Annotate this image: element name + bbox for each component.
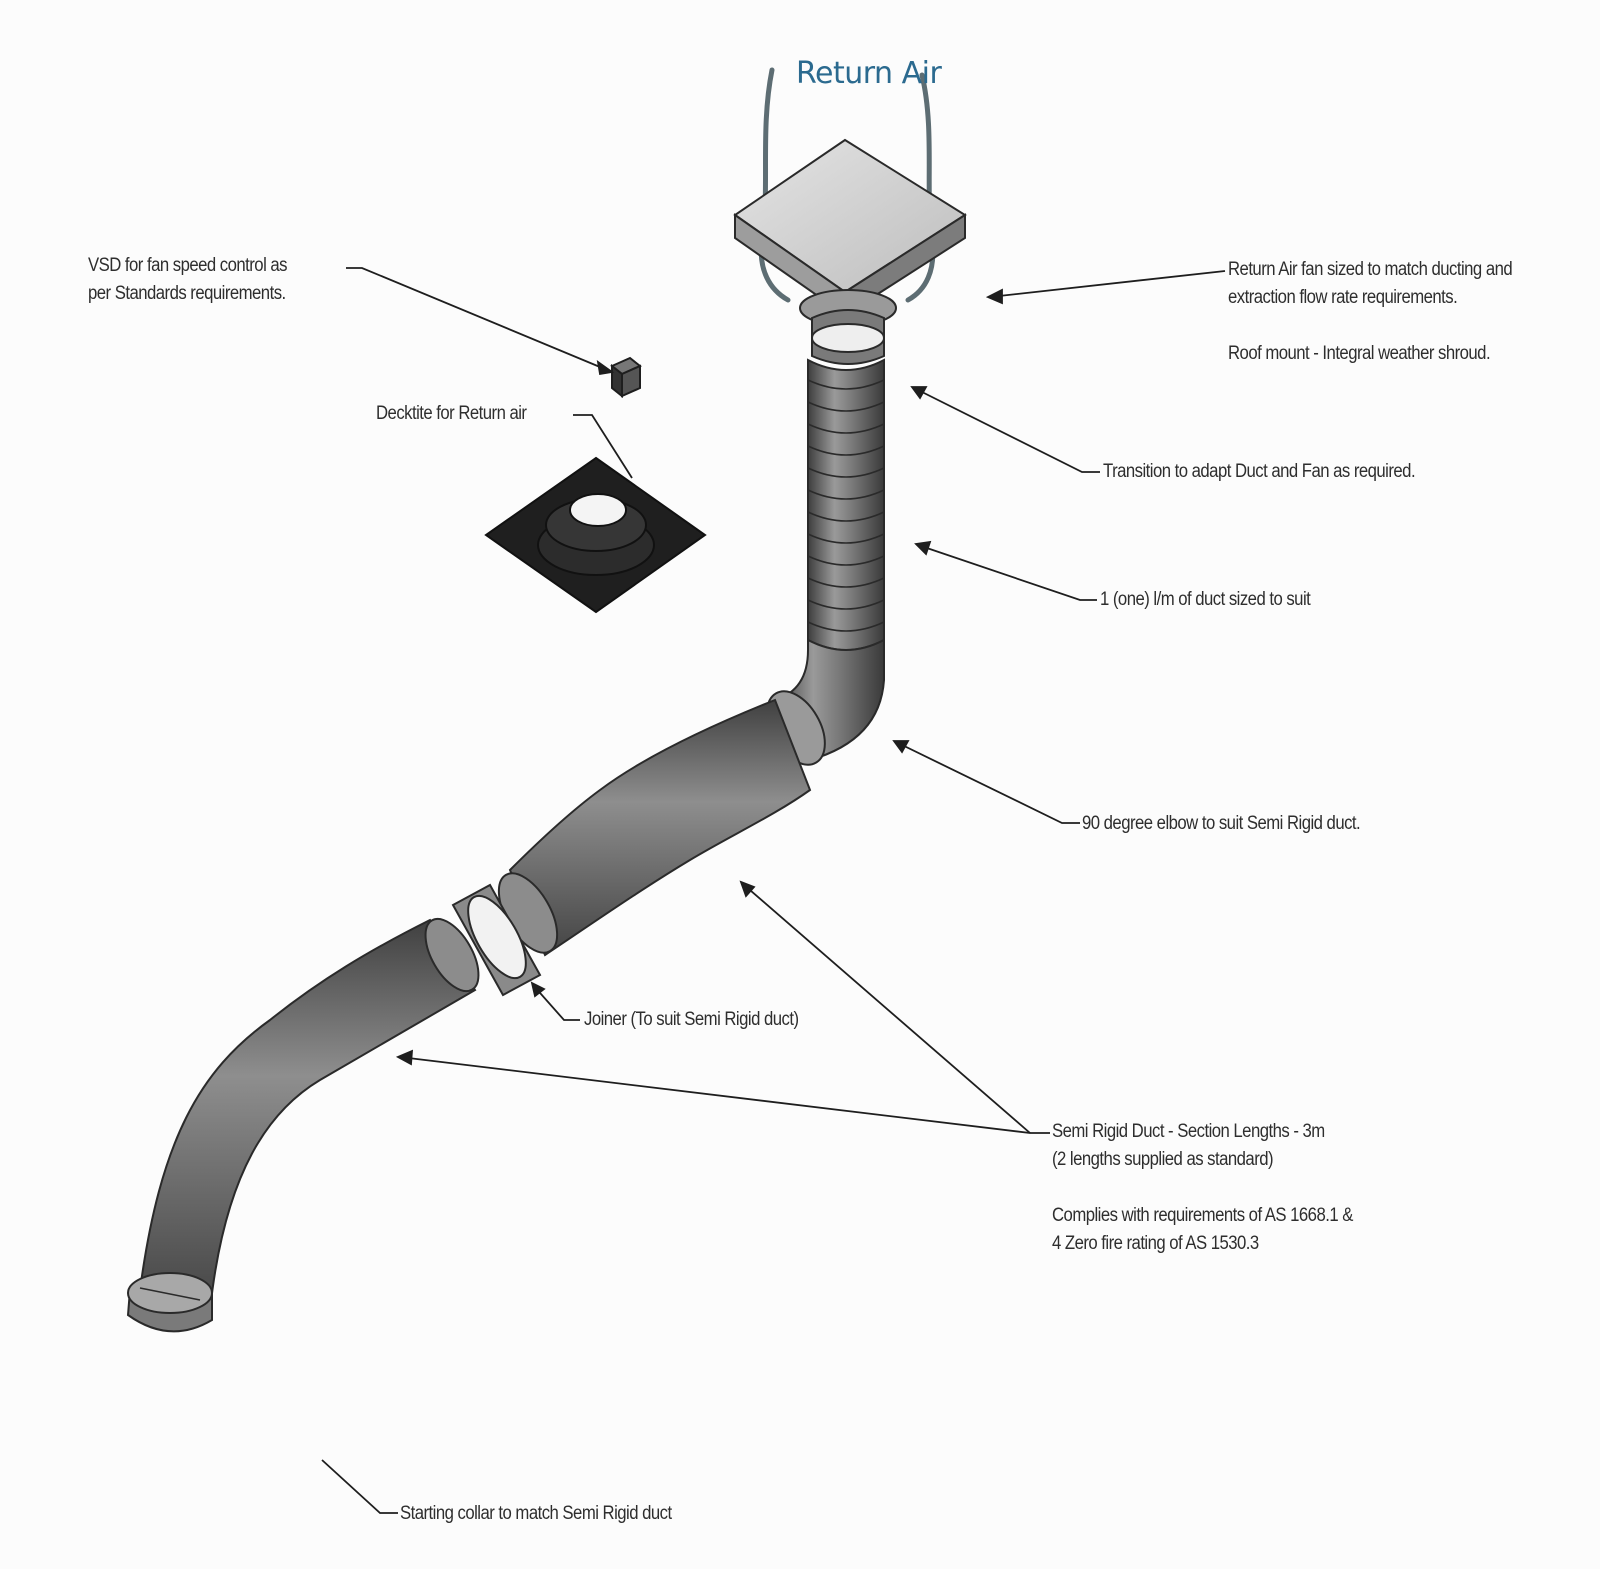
label-roof-mount: Roof mount - Integral weather shroud. <box>1228 343 1491 364</box>
return-air-fan <box>733 138 967 327</box>
label-fan-line-2: extraction flow rate requirements. <box>1228 287 1458 308</box>
decktite-flashing <box>484 456 707 614</box>
label-transition: Transition to adapt Duct and Fan as requ… <box>1103 461 1416 482</box>
label-joiner: Joiner (To suit Semi Rigid duct) <box>584 1009 799 1030</box>
label-complies: Complies with requirements of AS 1668.1 … <box>1052 1202 1353 1258</box>
label-vsd: VSD for fan speed control as per Standar… <box>88 252 288 308</box>
elbow-90 <box>766 638 885 766</box>
label-collar: Starting collar to match Semi Rigid duct <box>400 1503 672 1524</box>
label-elbow: 90 degree elbow to suit Semi Rigid duct. <box>1082 813 1361 834</box>
label-semi-rigid: Semi Rigid Duct - Section Lengths - 3m (… <box>1052 1118 1325 1174</box>
label-duct-one: 1 (one) l/m of duct sized to suit <box>1100 589 1311 610</box>
leader-lines <box>321 267 1226 1514</box>
label-fan-line-1: Return Air fan sized to match ducting an… <box>1228 259 1513 280</box>
label-vsd-line-1: VSD for fan speed control as <box>88 255 288 276</box>
joiner <box>451 883 542 997</box>
label-semi-rigid-line-2: (2 lengths supplied as standard) <box>1052 1149 1274 1170</box>
vsd-unit <box>610 356 642 399</box>
label-decktite: Decktite for Return air <box>376 403 527 424</box>
starting-collar <box>126 1272 213 1333</box>
diagram-title: Return Air <box>796 56 942 91</box>
label-complies-line-2: 4 Zero fire rating of AS 1530.3 <box>1052 1233 1259 1254</box>
transition-piece <box>811 309 885 365</box>
label-vsd-line-2: per Standards requirements. <box>88 283 286 304</box>
semi-rigid-duct-lower <box>138 917 480 1312</box>
label-complies-line-1: Complies with requirements of AS 1668.1 … <box>1052 1205 1353 1226</box>
label-fan: Return Air fan sized to match ducting an… <box>1228 256 1513 312</box>
semi-rigid-duct-upper <box>497 698 812 957</box>
vertical-duct <box>807 358 885 651</box>
label-semi-rigid-line-1: Semi Rigid Duct - Section Lengths - 3m <box>1052 1121 1325 1142</box>
